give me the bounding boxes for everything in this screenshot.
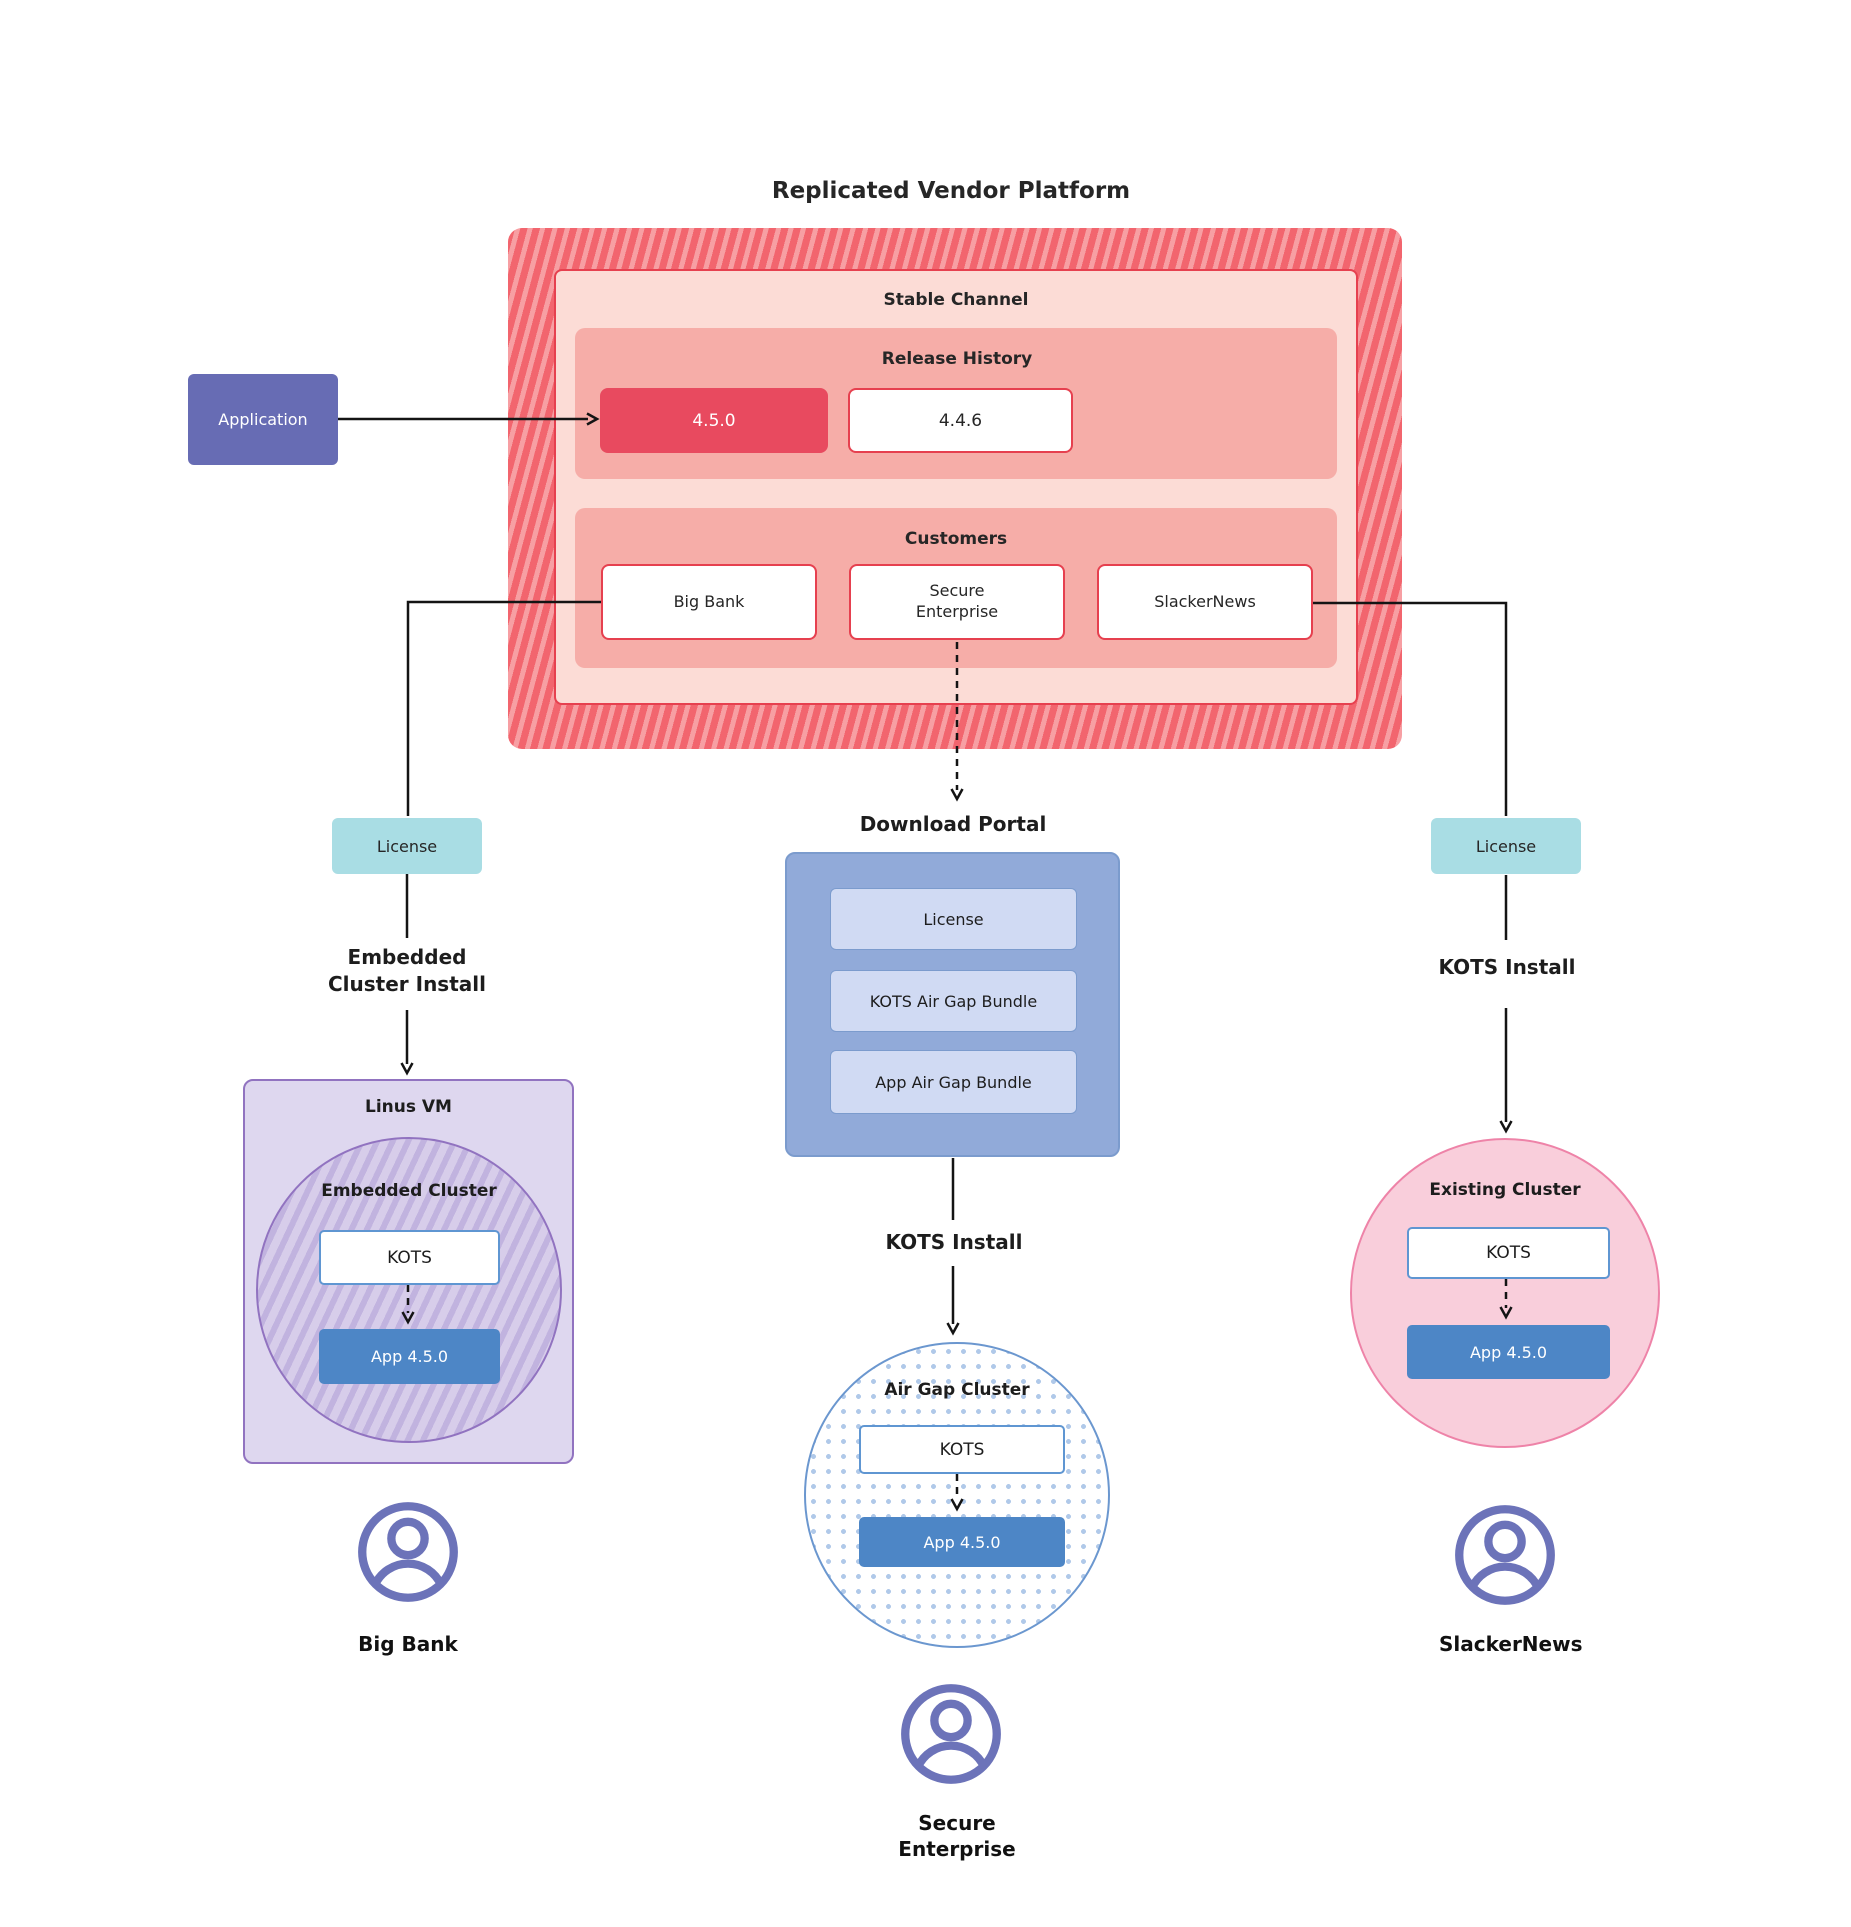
app-box-middle: App 4.5.0 xyxy=(859,1517,1065,1567)
embedded-cluster-label: Embedded Cluster xyxy=(321,1181,497,1201)
customer-box-big-bank: Big Bank xyxy=(601,564,817,640)
portal-item-kots-air-gap-bundle: KOTS Air Gap Bundle xyxy=(830,970,1077,1032)
user-label-slackernews: SlackerNews xyxy=(1439,1632,1583,1656)
release-version: 4.4.6 xyxy=(938,410,983,431)
embedded-cluster-install-label: Embedded Cluster Install xyxy=(328,945,486,996)
user-label-big-bank: Big Bank xyxy=(358,1632,458,1656)
customer-name: Big Bank xyxy=(673,591,745,611)
release-box-4-5-0: 4.5.0 xyxy=(600,388,828,453)
user-icon-slackernews xyxy=(1453,1503,1557,1607)
air-gap-cluster-circle: Air Gap Cluster KOTS App 4.5.0 xyxy=(804,1342,1110,1648)
customer-box-secure-enterprise: Secure Enterprise xyxy=(849,564,1065,640)
kots-box-middle: KOTS xyxy=(859,1425,1065,1474)
download-portal-box: License KOTS Air Gap Bundle App Air Gap … xyxy=(785,852,1120,1157)
kots-install-label-right: KOTS Install xyxy=(1438,955,1576,979)
existing-cluster-circle: Existing Cluster KOTS App 4.5.0 xyxy=(1350,1138,1660,1448)
portal-item-license: License xyxy=(830,888,1077,950)
application-box: Application xyxy=(188,374,338,465)
portal-item-app-air-gap-bundle: App Air Gap Bundle xyxy=(830,1050,1077,1114)
app-box-left: App 4.5.0 xyxy=(319,1329,500,1384)
release-version: 4.5.0 xyxy=(692,410,736,431)
customer-box-slackernews: SlackerNews xyxy=(1097,564,1313,640)
customers-label: Customers xyxy=(904,529,1008,549)
license-badge-right: License xyxy=(1431,818,1581,874)
stable-channel-label: Stable Channel xyxy=(883,290,1029,310)
kots-box-left: KOTS xyxy=(319,1230,500,1285)
app-box-right: App 4.5.0 xyxy=(1407,1325,1610,1379)
customer-name: Secure Enterprise xyxy=(915,581,999,621)
application-label: Application xyxy=(218,410,308,429)
user-icon-big-bank xyxy=(356,1500,460,1604)
diagram-title: Replicated Vendor Platform xyxy=(771,178,1131,204)
user-label-secure-enterprise: Secure Enterprise xyxy=(898,1811,1016,1861)
customer-name: SlackerNews xyxy=(1154,591,1256,611)
air-gap-cluster-label: Air Gap Cluster xyxy=(884,1380,1030,1400)
existing-cluster-label: Existing Cluster xyxy=(1429,1180,1581,1200)
user-icon-secure-enterprise xyxy=(899,1682,1003,1786)
license-label: License xyxy=(376,836,438,856)
release-box-4-4-6: 4.4.6 xyxy=(848,388,1073,453)
release-history-label: Release History xyxy=(881,349,1033,369)
kots-box-right: KOTS xyxy=(1407,1227,1610,1279)
license-label: License xyxy=(1475,836,1537,856)
kots-install-label-middle: KOTS Install xyxy=(885,1230,1023,1254)
linus-vm-label: Linus VM xyxy=(365,1097,452,1117)
embedded-cluster-circle: Embedded Cluster KOTS App 4.5.0 xyxy=(256,1137,562,1443)
download-portal-title: Download Portal xyxy=(859,812,1047,836)
license-badge-left: License xyxy=(332,818,482,874)
